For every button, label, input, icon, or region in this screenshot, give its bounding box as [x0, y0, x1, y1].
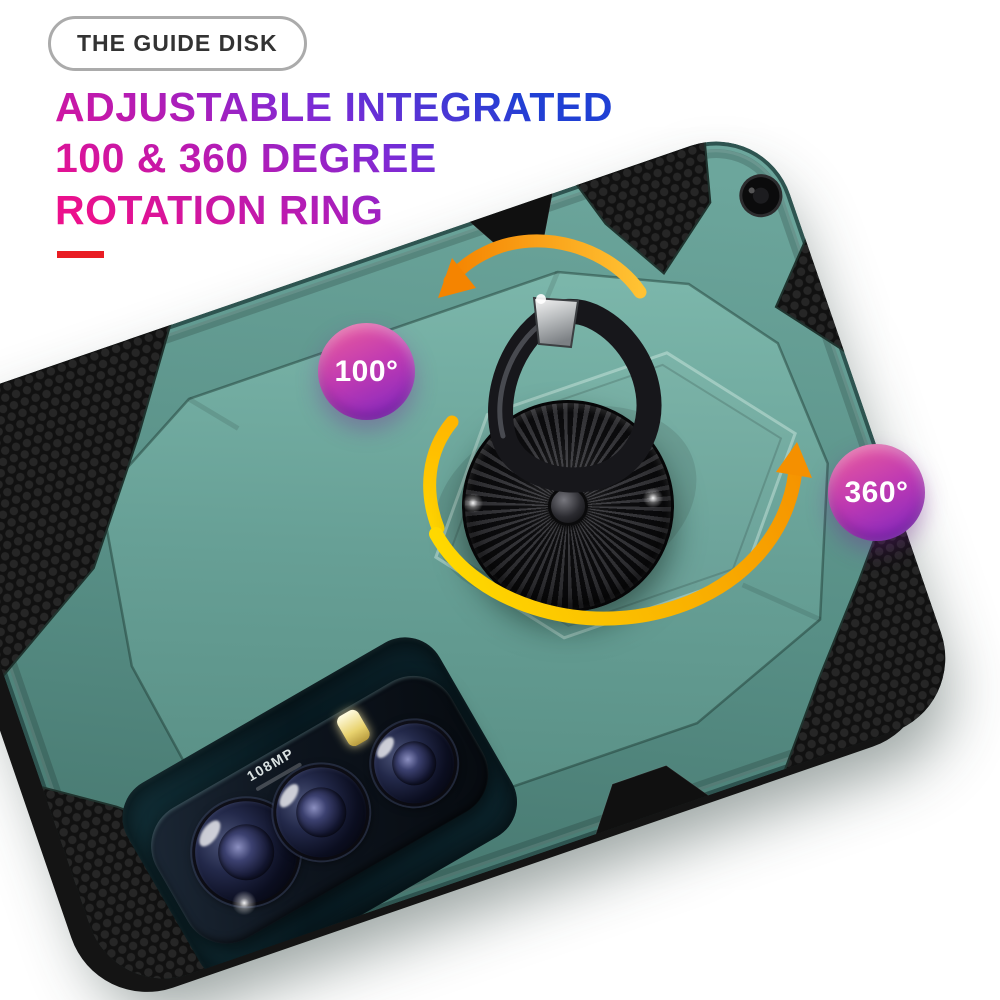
headline-line-2: 100 & 360 DEGREE	[55, 135, 437, 182]
corner-hole-glint	[748, 187, 755, 194]
badge-100-degree: 100°	[318, 323, 415, 420]
guide-disk-pill: THE GUIDE DISK	[48, 16, 307, 71]
case-inner-rim	[0, 149, 938, 971]
camera-flash-icon	[334, 707, 373, 749]
corner-hole-inner	[752, 187, 769, 204]
disk-glint-left	[462, 492, 484, 514]
guide-disk-pill-label: THE GUIDE DISK	[77, 30, 278, 56]
red-accent-dash	[57, 251, 104, 258]
badge-360-label: 360°	[844, 475, 909, 509]
ring-stand-disk	[462, 400, 674, 612]
case-edge-highlight	[0, 149, 938, 971]
headline-line-3: ROTATION RING	[55, 186, 384, 233]
headline: ADJUSTABLE INTEGRATED 100 & 360 DEGREE R…	[55, 82, 613, 236]
badge-360-degree: 360°	[828, 444, 925, 541]
badge-100-label: 100°	[334, 354, 399, 388]
disk-glint-right	[642, 487, 664, 509]
ring-stand-hub	[548, 486, 588, 526]
headline-line-1: ADJUSTABLE INTEGRATED	[55, 84, 613, 130]
camera-lens-depth	[355, 704, 473, 823]
